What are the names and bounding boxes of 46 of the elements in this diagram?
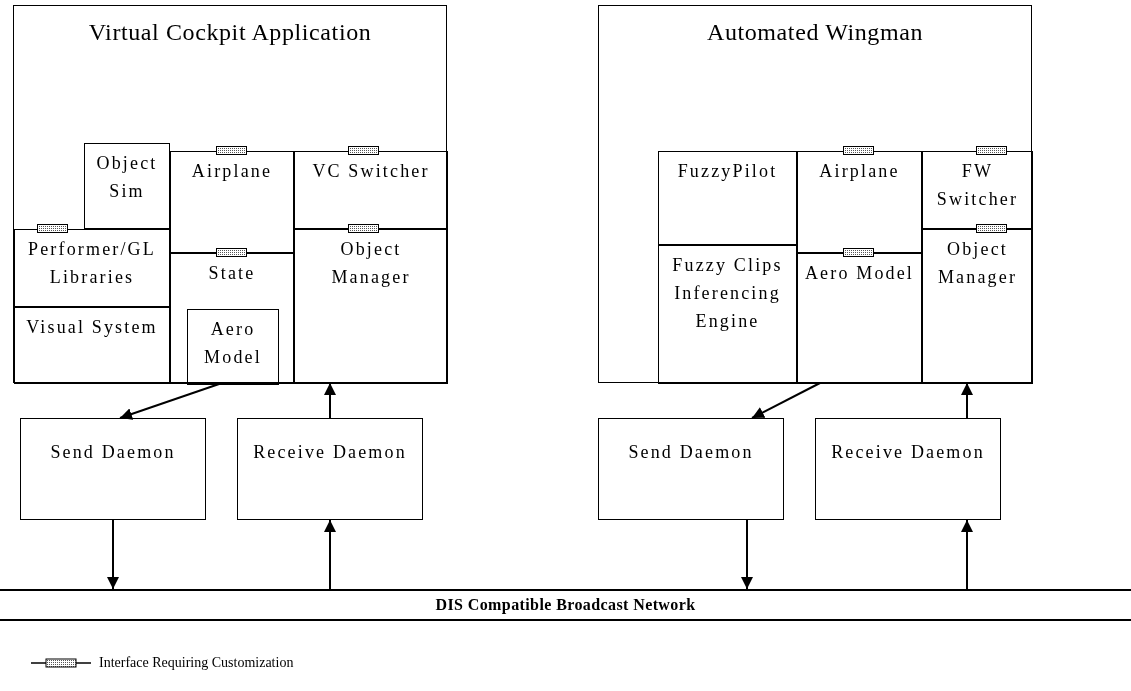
daemon-box (815, 418, 1001, 520)
module-label: Aero Model (203, 318, 263, 369)
arrow (107, 519, 119, 590)
module-label: Send Daemon (627, 441, 755, 464)
module-label: Airplane (818, 160, 901, 183)
arrow (751, 382, 821, 419)
module-cell (84, 143, 170, 229)
arrow (324, 519, 336, 590)
arrow (961, 519, 973, 590)
module-cell (797, 253, 922, 384)
module-cell (294, 229, 448, 384)
panel-title: Automated Wingman (705, 18, 925, 47)
panel-title: Virtual Cockpit Application (87, 18, 373, 47)
module-cell (14, 307, 170, 384)
daemon-box (598, 418, 784, 520)
module-label: Aero Model (803, 262, 916, 285)
application-panel (13, 5, 447, 383)
module-label: Performer/GL Libraries (27, 238, 157, 289)
module-label: Receive Daemon (252, 441, 408, 464)
module-label: Visual System (25, 316, 159, 339)
module-label: Airplane (190, 160, 274, 183)
daemon-box (237, 418, 423, 520)
module-label: Fuzzy Clips Inferencing Engine (671, 254, 784, 333)
module-label: Receive Daemon (830, 441, 986, 464)
module-label: FuzzyPilot (676, 160, 779, 183)
legend-label: Interface Requiring Customization (99, 654, 294, 672)
arrow (741, 519, 753, 590)
network-band (0, 589, 1131, 621)
arrow (324, 382, 336, 419)
arrow (961, 382, 973, 419)
daemon-box (20, 418, 206, 520)
module-cell (187, 309, 279, 385)
module-label: Object Manager (936, 238, 1019, 289)
module-label: Send Daemon (49, 441, 177, 464)
module-cell (170, 253, 294, 384)
module-label: VC Switcher (311, 160, 431, 183)
application-panel (598, 5, 1032, 383)
module-label: Object Sim (95, 152, 159, 203)
module-cell (658, 245, 797, 384)
module-label: FW Switcher (935, 160, 1020, 211)
module-label: Object Manager (330, 238, 412, 289)
module-label: State (207, 262, 257, 285)
module-cell (658, 151, 797, 245)
module-cell (922, 229, 1033, 384)
module-label: DIS Compatible Broadcast Network (435, 595, 696, 616)
module-cell (14, 229, 170, 307)
